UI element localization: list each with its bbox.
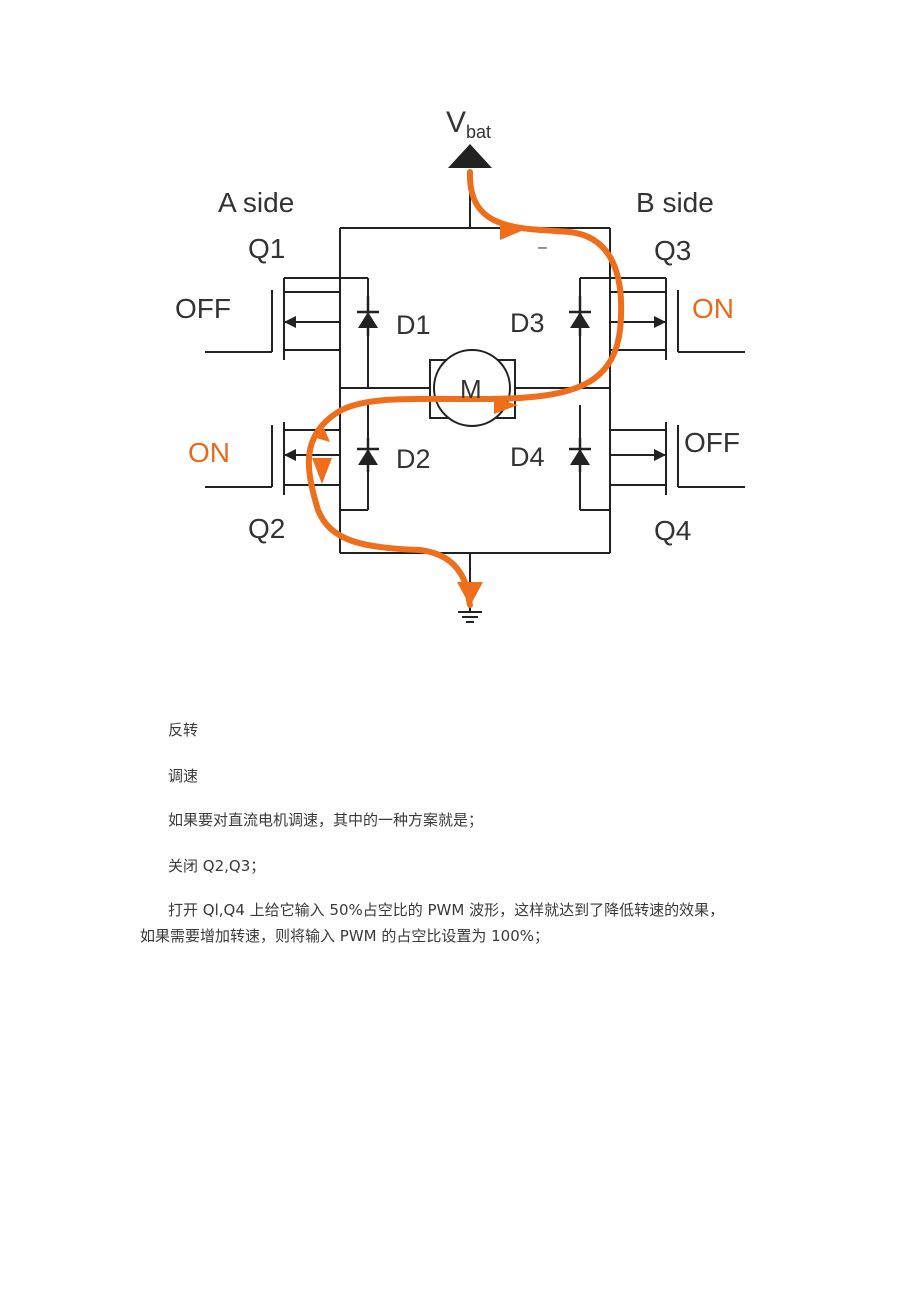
a-side-label: A side — [218, 187, 294, 218]
q2-label: Q2 — [248, 513, 285, 544]
h-bridge-diagram: – Vbat A side B side Q1 Q3 Q2 Q4 D1 D2 D… — [175, 106, 745, 623]
q4-label: Q4 — [654, 515, 691, 546]
d2-label: D2 — [396, 444, 431, 474]
q3-state: ON — [692, 293, 734, 324]
svg-text:–: – — [538, 239, 547, 256]
q3-label: Q3 — [654, 235, 691, 266]
paragraph-pwm-line1: 打开 Ql,Q4 上给它输入 50%占空比的 PWM 波形，这样就达到了降低转速… — [168, 901, 725, 919]
paragraph-close-q2q3: 关闭 Q2,Q3； — [168, 857, 266, 875]
vbat-label: Vbat — [446, 106, 491, 142]
paragraph-reverse: 反转 — [168, 721, 199, 739]
current-path — [305, 169, 625, 608]
q2-state: ON — [188, 437, 230, 468]
d1-label: D1 — [396, 310, 431, 340]
q4-state: OFF — [684, 427, 740, 458]
motor-label: M — [460, 374, 482, 404]
b-side-label: B side — [636, 187, 714, 218]
d4-label: D4 — [510, 442, 545, 472]
paragraph-speed-control: 调速 — [168, 767, 199, 785]
q1-state: OFF — [175, 293, 231, 324]
q1-label: Q1 — [248, 233, 285, 264]
paragraph-pwm-line2: 如果需要增加转速，则将输入 PWM 的占空比设置为 100%； — [140, 927, 550, 945]
paragraph-method: 如果要对直流电机调速，其中的一种方案就是； — [168, 811, 484, 829]
d3-label: D3 — [510, 308, 545, 338]
